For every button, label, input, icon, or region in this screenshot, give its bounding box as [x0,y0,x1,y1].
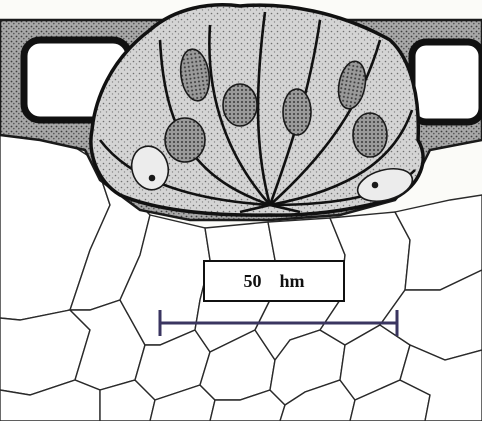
nucleus-5 [165,118,205,162]
right-epidermal-cell [412,42,482,122]
scale-bar-label-box: 50 hm [203,260,345,302]
nucleus-2 [223,84,257,126]
nucleus-6 [353,113,387,157]
scale-bar-label: 50 hm [243,271,304,292]
nucleus-3 [283,89,311,135]
